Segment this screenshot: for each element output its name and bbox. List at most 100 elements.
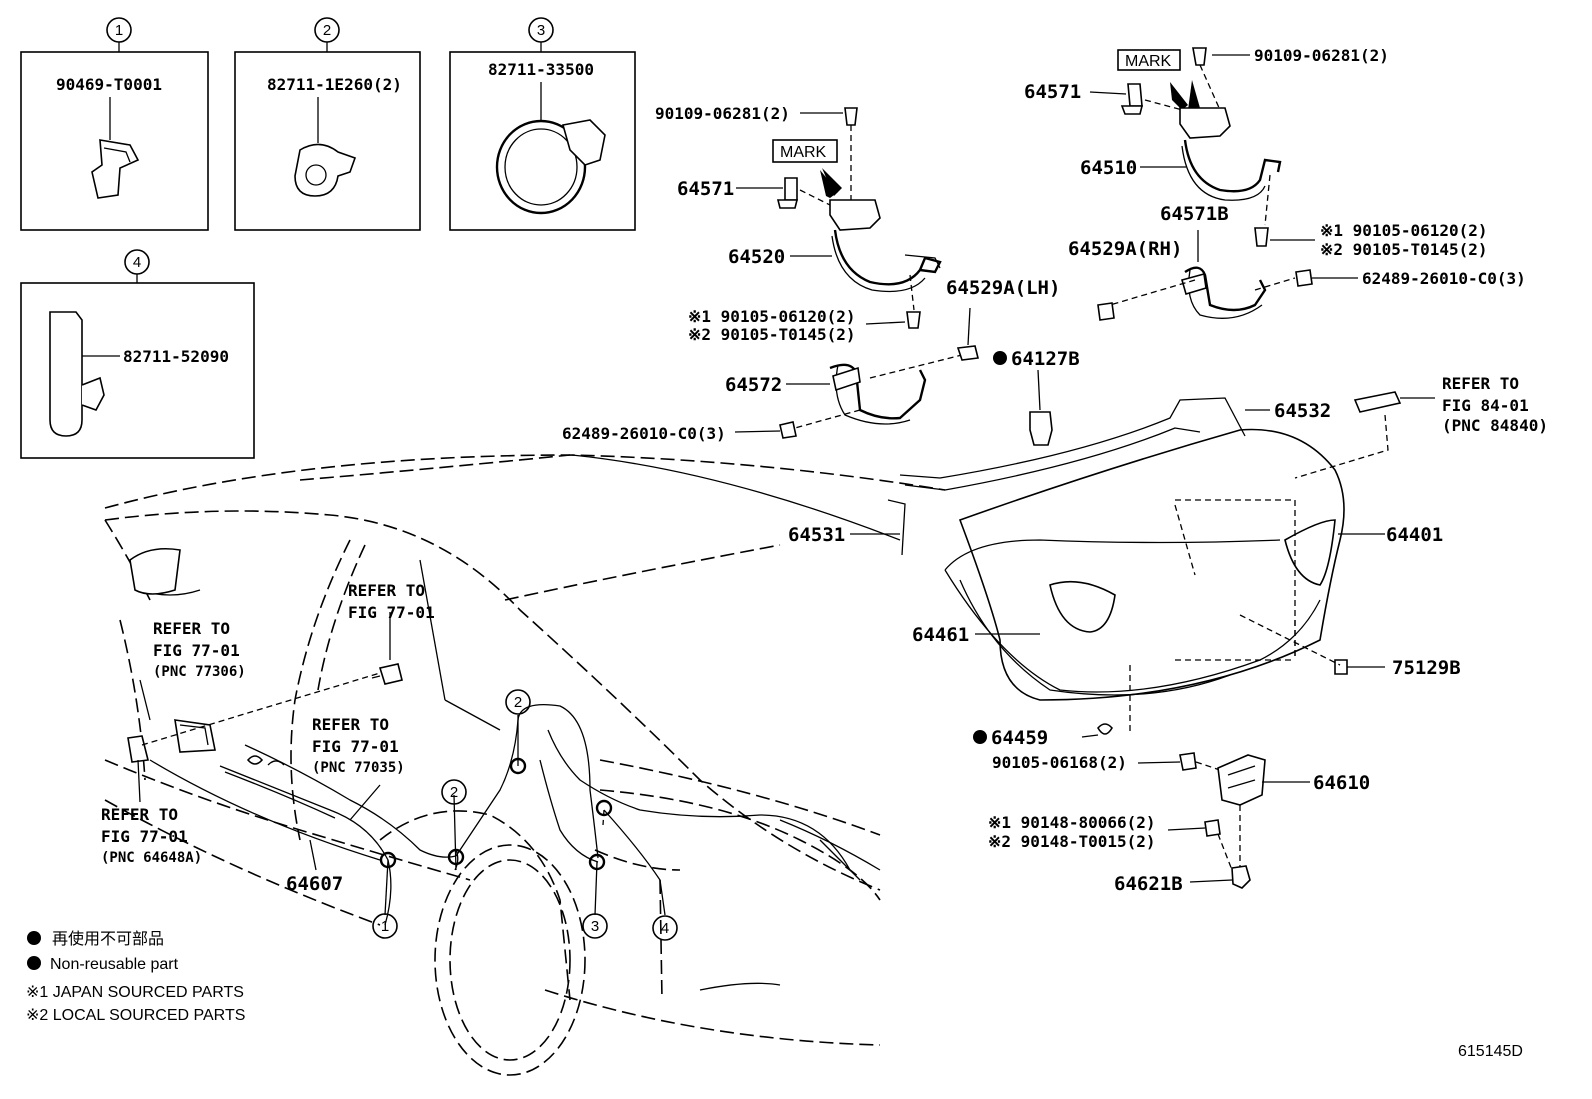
car-body-outline xyxy=(104,454,946,1076)
refer-84-line2: FIG 84-01 xyxy=(1442,396,1529,415)
inset-4-part-label: 82711-52090 xyxy=(123,347,229,366)
inset-1: 1 90469-T0001 xyxy=(20,17,209,231)
inset-3: 3 82711-33500 xyxy=(449,17,636,231)
callout-64532: 64532 xyxy=(1274,400,1331,422)
callout-64520: 64520 xyxy=(728,246,785,268)
torsion-bar-left xyxy=(779,307,979,439)
legend-dot-en xyxy=(27,956,41,970)
bolt-icon xyxy=(378,663,403,685)
legend-jp: 再使用不可部品 xyxy=(52,930,164,948)
callout-64529A-LH: 64529A(LH) xyxy=(946,277,1060,299)
grommet-64459-icon xyxy=(1097,723,1113,735)
refer-top-line2: FIG 77-01 xyxy=(348,603,435,622)
legend-note1: ※1 JAPAN SOURCED PARTS xyxy=(26,984,244,1001)
callout-90148-2: ※2 90148-T0015(2) xyxy=(988,832,1156,851)
cable-clip-markers: 1 2 2 3 4 xyxy=(372,689,678,941)
side-mirror-icon xyxy=(129,547,181,595)
callout-90105-right-1: ※1 90105-06120(2) xyxy=(1320,221,1488,240)
trunk-lid xyxy=(944,428,1345,701)
callout-64571-right: 64571 xyxy=(1024,81,1081,103)
mark-arrow-right-icon xyxy=(1170,82,1188,110)
inset-1-number: 1 xyxy=(115,22,123,39)
callout-64459: 64459 xyxy=(991,727,1048,749)
bolt-90105-right-icon xyxy=(1254,227,1269,247)
refer-64648A-line1: REFER TO xyxy=(101,805,178,824)
legend: 再使用不可部品 Non-reusable part ※1 JAPAN SOURC… xyxy=(26,930,245,1024)
grommet-62489-right-icon xyxy=(1295,269,1313,287)
refer-top-line1: REFER TO xyxy=(348,581,425,600)
bolt-90109-right-icon xyxy=(1192,47,1207,66)
cushion-64127B-icon xyxy=(1029,411,1053,446)
inset-4: 4 82711-52090 xyxy=(20,249,255,459)
band-clamp-icon xyxy=(495,119,587,215)
refer-84-line1: REFER TO xyxy=(1442,374,1519,393)
emblem-bracket xyxy=(1294,391,1435,479)
stopper-64571-right-icon xyxy=(1127,83,1143,107)
striker-64621B-icon xyxy=(1231,865,1251,889)
inset-2-part-label: 82711-1E260(2) xyxy=(267,75,402,94)
inset-2-number: 2 xyxy=(323,22,331,39)
inset-4-number: 4 xyxy=(133,254,141,271)
cable-clip-4-ref: 4 xyxy=(661,920,669,937)
non-reusable-dot-64127B xyxy=(993,351,1007,365)
callout-64571B: 64571B xyxy=(1160,203,1229,225)
callout-90105-right-2: ※2 90105-T0145(2) xyxy=(1320,240,1488,259)
refer-84-line3: (PNC 84840) xyxy=(1442,416,1548,435)
callout-64572: 64572 xyxy=(725,374,782,396)
bolt-64529A-LH-icon xyxy=(956,345,979,361)
callout-64529A-RH: 64529A(RH) xyxy=(1068,238,1182,260)
inset-2: 2 82711-1E260(2) xyxy=(234,17,421,231)
cushion-75129B-icon xyxy=(1334,659,1348,675)
bolt-90148-icon xyxy=(1204,819,1221,837)
callout-64610: 64610 xyxy=(1313,772,1370,794)
trunk-lock-64610-icon xyxy=(1217,754,1266,806)
inset-3-part-label: 82711-33500 xyxy=(488,60,594,79)
callout-64510: 64510 xyxy=(1080,157,1137,179)
release-cables xyxy=(219,703,851,926)
non-reusable-dot-64459 xyxy=(973,730,987,744)
clip-82711-52090-icon xyxy=(49,311,83,437)
cable-clip-2-ref-a: 2 xyxy=(450,784,458,801)
stopper-64571-left-icon xyxy=(784,177,798,201)
callout-90148-1: ※1 90148-80066(2) xyxy=(988,813,1156,832)
refer-77035-line2: FIG 77-01 xyxy=(312,737,399,756)
cover-icon xyxy=(127,735,149,763)
callout-90105-06168: 90105-06168(2) xyxy=(992,753,1127,772)
callout-62489-left: 62489-26010-C0(3) xyxy=(562,424,726,443)
refer-77306-line3: (PNC 77306) xyxy=(153,664,246,680)
callout-90109-left: 90109-06281(2) xyxy=(655,104,790,123)
bolt-64529A-RH-icon xyxy=(1097,302,1115,321)
refer-77306-line2: FIG 77-01 xyxy=(153,641,240,660)
legend-note2: ※2 LOCAL SOURCED PARTS xyxy=(26,1007,245,1024)
bracket-84840-icon xyxy=(1353,391,1402,413)
stay-64127B xyxy=(1029,369,1053,446)
cable-clip-1-ref: 1 xyxy=(381,918,389,935)
legend-dot-jp xyxy=(27,931,41,945)
refer-77035-line3: (PNC 77035) xyxy=(312,760,405,776)
bolt-90105-left-icon xyxy=(906,311,921,329)
callout-64127B: 64127B xyxy=(1011,348,1080,370)
hinge-right: MARK xyxy=(1117,47,1282,247)
clip-90469-icon xyxy=(91,139,140,199)
callout-90109-right: 90109-06281(2) xyxy=(1254,46,1389,65)
left-release-parts xyxy=(127,612,403,821)
cable-clip-3-ref: 3 xyxy=(591,918,599,935)
mark-label-left: MARK xyxy=(780,144,827,161)
grommet-62489-left-icon xyxy=(779,421,797,439)
callout-64461: 64461 xyxy=(912,624,969,646)
refer-64648A-line3: (PNC 64648A) xyxy=(101,850,202,866)
inset-3-number: 3 xyxy=(537,22,545,39)
callout-90105-left-2: ※2 90105-T0145(2) xyxy=(688,325,856,344)
refer-64648A-line2: FIG 77-01 xyxy=(101,827,188,846)
refer-77035-line1: REFER TO xyxy=(312,715,389,734)
hinge-left: MARK xyxy=(772,107,942,329)
legend-en: Non-reusable part xyxy=(50,956,179,973)
mark-label-right: MARK xyxy=(1125,53,1172,70)
bolt-90105-06168-icon xyxy=(1179,752,1197,771)
cable-clip-2-ref-b: 2 xyxy=(514,694,522,711)
figure-id: 615145D xyxy=(1458,1043,1523,1060)
trunk-weatherstrip xyxy=(887,397,1246,556)
callout-64621B: 64621B xyxy=(1114,873,1183,895)
callout-62489-right: 62489-26010-C0(3) xyxy=(1362,269,1526,288)
